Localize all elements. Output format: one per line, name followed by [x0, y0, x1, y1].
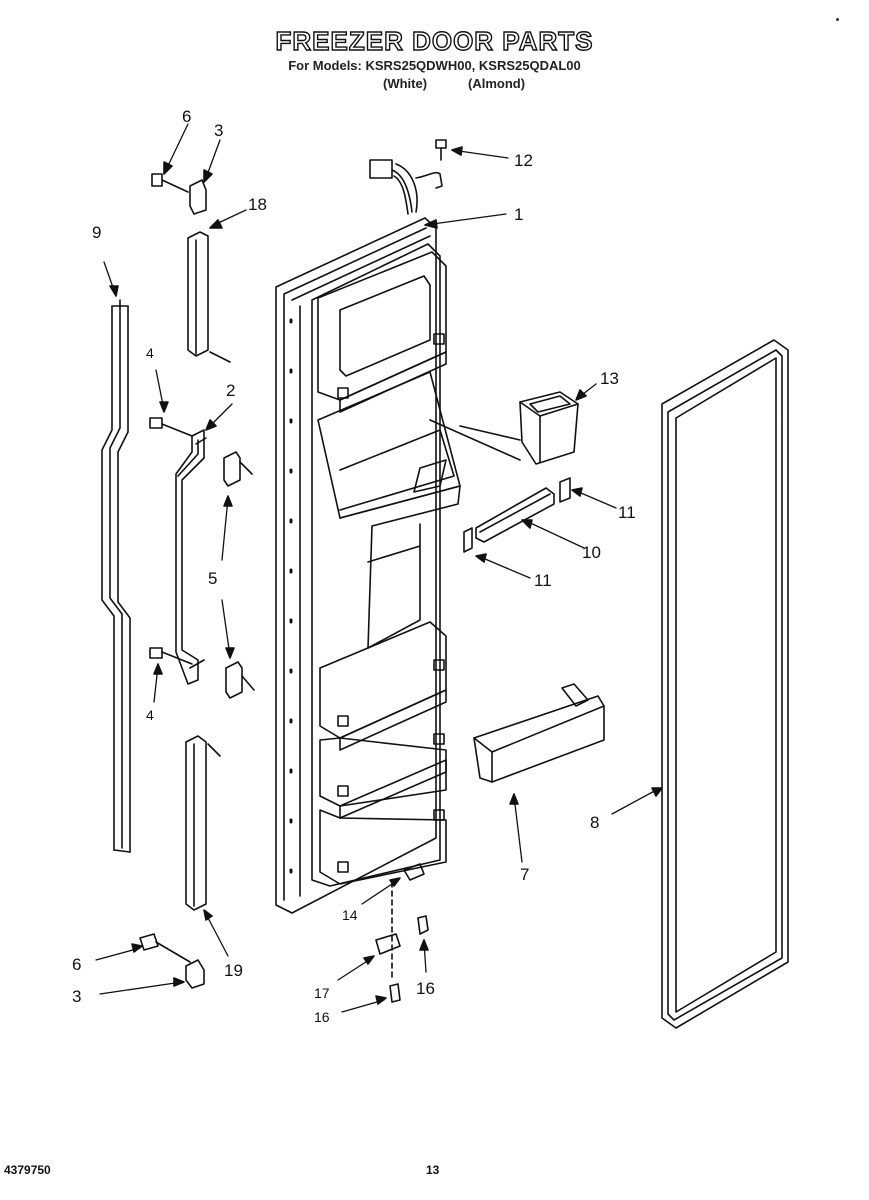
- part-11-end-caps: [463, 477, 617, 579]
- part-5-clips: [221, 451, 255, 699]
- callout-1: 1: [514, 205, 523, 224]
- part-2-handle: [175, 403, 233, 685]
- callout-4-lower: 4: [146, 707, 154, 723]
- callout-4-upper: 4: [146, 345, 154, 361]
- part-16-screw-left: [341, 983, 401, 1013]
- part-7-door-bin: [473, 683, 605, 863]
- callout-19: 19: [224, 961, 243, 980]
- callout-6-bottom: 6: [72, 955, 81, 974]
- callout-9: 9: [92, 223, 101, 242]
- color-almond-label: (Almond): [468, 76, 526, 91]
- part-16-screw-right: [417, 915, 429, 973]
- part-9-handle-trim: [101, 261, 131, 853]
- callout-12: 12: [514, 151, 533, 170]
- callout-3-top: 3: [214, 121, 223, 140]
- color-white-label: (White): [383, 76, 428, 91]
- callout-5: 5: [208, 569, 217, 588]
- part-18-upper-cap: [187, 209, 247, 363]
- callout-3-bottom: 3: [72, 987, 81, 1006]
- model-numbers: For Models: KSRS25QDWH00, KSRS25QDAL00: [288, 58, 581, 73]
- part-12-screw: [435, 139, 509, 161]
- part-19-lower-cap: [185, 735, 229, 957]
- callout-16-right: 16: [416, 979, 435, 998]
- part-6-screw-top: [151, 123, 189, 193]
- callout-14: 14: [342, 907, 358, 923]
- part-17-hinge-block: [337, 933, 401, 981]
- part-13-ice-chute: [429, 383, 597, 465]
- callout-labels: 6 3 18 9 4 2 5 4 6 19 3 12 1 13 11 10 11…: [72, 107, 636, 1025]
- callout-13: 13: [600, 369, 619, 388]
- part-3-bracket-top: [189, 139, 221, 215]
- callout-11-lower: 11: [534, 571, 552, 590]
- part-3-bracket-bottom: [99, 959, 205, 995]
- door-liner-part: [275, 217, 461, 914]
- part-14-hinge-bracket: [361, 863, 425, 905]
- callout-11-upper: 11: [618, 503, 636, 522]
- callout-10: 10: [582, 543, 601, 562]
- part-8-door-gasket: [611, 339, 789, 1029]
- page-title: FREEZER DOOR PARTS: [275, 25, 594, 56]
- callout-18: 18: [248, 195, 267, 214]
- callout-7: 7: [520, 865, 529, 884]
- callout-2: 2: [226, 381, 235, 400]
- callout-8: 8: [590, 813, 599, 832]
- callout-17: 17: [314, 985, 330, 1001]
- part-10-trim-strip: [475, 487, 585, 549]
- document-number: 4379750: [4, 1163, 51, 1177]
- wire-harness-part: [369, 159, 443, 215]
- callout-16-left: 16: [314, 1009, 330, 1025]
- part-6-screw-bottom: [95, 933, 191, 963]
- part-4-screw-upper: [149, 369, 193, 437]
- callout-6-top: 6: [182, 107, 191, 126]
- part-4-screw-lower: [149, 647, 193, 703]
- stray-dot: [836, 18, 839, 21]
- page-number: 13: [426, 1163, 440, 1177]
